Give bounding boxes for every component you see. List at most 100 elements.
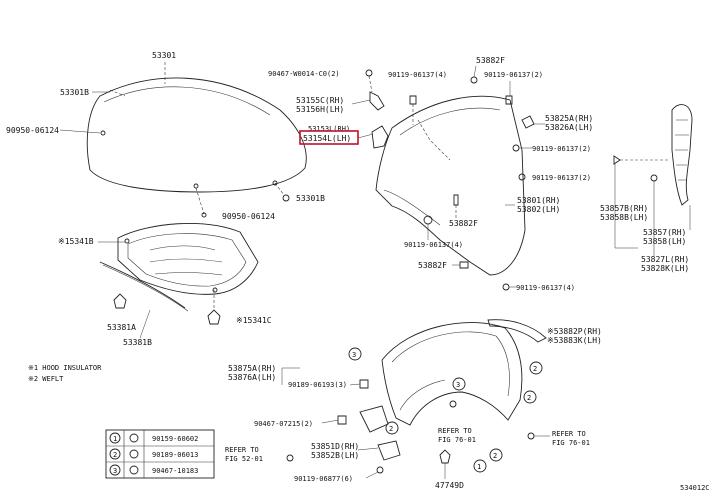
clip-90467-top[interactable] <box>365 69 373 77</box>
label-53153l: 53153L(RH) <box>308 125 350 133</box>
refer-link-fig-52-01[interactable]: FIG 52-01 <box>225 455 263 463</box>
clip-47749d[interactable] <box>439 449 451 464</box>
clip-53381a[interactable] <box>113 293 127 309</box>
bolt-90119-a[interactable] <box>409 95 417 105</box>
svg-text:3: 3 <box>456 381 460 389</box>
label-53883k: ※53883K(LH) <box>547 336 602 345</box>
label-53882p: ※53882P(RH) <box>547 327 602 336</box>
bolt-90119-c[interactable] <box>512 144 520 152</box>
clip-15341c[interactable] <box>207 309 221 325</box>
front-fender-panel[interactable] <box>375 95 526 276</box>
label-15341c: ※15341C <box>236 316 272 325</box>
clip-90467-low[interactable] <box>337 415 347 425</box>
clip-53882f-top[interactable] <box>470 76 478 84</box>
bolt-ref-76-right[interactable] <box>527 432 535 440</box>
label-53381b: 53381B <box>123 338 152 347</box>
label-53875a: 53875A(RH) <box>228 364 276 373</box>
refer-link-fig-76-01-left[interactable]: FIG 76-01 <box>438 436 476 444</box>
label-53301b-top: 53301B <box>60 88 89 97</box>
label-53154l[interactable]: 53154L(LH) <box>303 134 351 143</box>
callout-3-top[interactable]: 3 <box>348 347 362 361</box>
refer-link-fig-76-01-right[interactable]: FIG 76-01 <box>552 439 590 447</box>
svg-text:2: 2 <box>493 452 497 460</box>
fastener-legend-table: 1 2 3 90159-60602 90189-06013 90467-1018… <box>105 429 215 479</box>
label-90189: 90189-06193(3) <box>288 381 347 389</box>
label-53381a: 53381A <box>107 323 136 332</box>
hood-panel[interactable] <box>86 62 307 193</box>
refer-label-52-a: REFER TO <box>225 446 259 454</box>
svg-text:2: 2 <box>533 365 537 373</box>
label-90119-d: 90119-06137(2) <box>532 174 591 182</box>
label-53851d: 53851D(RH) <box>311 442 359 451</box>
label-53857b: 53857B(RH) <box>600 204 648 213</box>
label-53882f-mid: 53882F <box>449 219 478 228</box>
bolt-90119-g[interactable] <box>376 466 384 474</box>
label-53827l: 53827L(RH) <box>641 255 689 264</box>
legend-num-1: 1 <box>113 435 117 443</box>
bracket-53825a[interactable] <box>521 115 535 129</box>
clip-53827l[interactable] <box>650 174 658 182</box>
label-53301: 53301 <box>152 51 176 60</box>
label-53155c: 53155C(RH) <box>296 96 344 105</box>
fender-seal-53154l[interactable] <box>371 125 389 149</box>
splash-shield-53882p[interactable] <box>487 319 547 343</box>
svg-text:2: 2 <box>389 425 393 433</box>
label-53876a: 53876A(LH) <box>228 373 276 382</box>
bumper-53301b[interactable] <box>282 194 290 202</box>
clip-53875a[interactable] <box>359 379 369 389</box>
svg-text:3: 3 <box>352 351 356 359</box>
weatherstrip-53381[interactable] <box>99 261 189 312</box>
highlight-box-53154l <box>299 130 359 145</box>
fender-side-seal[interactable] <box>671 104 693 206</box>
fender-cover-53155c[interactable] <box>369 91 385 111</box>
figure-code: 534012C <box>680 484 710 492</box>
svg-text:2: 2 <box>527 394 531 402</box>
mudguard-53851d[interactable] <box>359 405 401 461</box>
label-53828k: 53828K(LH) <box>641 264 689 273</box>
clip-53882f-low[interactable] <box>459 261 469 269</box>
label-90950-a: 90950-06124 <box>6 126 59 135</box>
label-53826a: 53826A(LH) <box>545 123 593 132</box>
fender-liner[interactable] <box>381 322 523 426</box>
legend-num-2: 2 <box>113 451 117 459</box>
bolt-90119-d[interactable] <box>518 173 526 181</box>
label-53852b: 53852B(LH) <box>311 451 359 460</box>
callout-2-c[interactable]: 2 <box>489 448 503 462</box>
bolt-90119-e[interactable] <box>423 215 433 225</box>
label-90119-f: 90119-06137(4) <box>516 284 575 292</box>
label-53301b-right: 53301B <box>296 194 325 203</box>
callout-2-d[interactable]: 2 <box>385 421 399 435</box>
callout-1[interactable]: 1 <box>473 459 487 473</box>
label-53801: 53801(RH) <box>517 196 560 205</box>
clip-icon <box>129 465 139 475</box>
label-53882f-top: 53882F <box>476 56 505 65</box>
legend-part-2: 90189-06013 <box>152 451 198 459</box>
label-90950-b: 90950-06124 <box>222 212 275 221</box>
bolt-90119-f[interactable] <box>502 283 510 291</box>
refer-label-76-right-a: REFER TO <box>552 430 586 438</box>
label-90119-c: 90119-06137(2) <box>532 145 591 153</box>
clip-53857b[interactable] <box>613 155 621 165</box>
label-90119-a: 90119-06137(4) <box>388 71 447 79</box>
label-90119-b: 90119-06137(2) <box>484 71 543 79</box>
label-90119-g: 90119-06877(6) <box>294 475 353 483</box>
legend-part-3: 90467-10183 <box>152 467 198 475</box>
callout-2-b[interactable]: 2 <box>523 390 537 404</box>
label-53156h: 53156H(LH) <box>296 105 344 114</box>
bolt-ref-76-left[interactable] <box>449 400 457 408</box>
label-53858b: 53858B(LH) <box>600 213 648 222</box>
label-53825a: 53825A(RH) <box>545 114 593 123</box>
hood-insulator[interactable] <box>117 222 259 295</box>
washer-icon <box>129 433 139 443</box>
note-weflt: ※2 WEFLT <box>28 375 64 383</box>
callout-2-a[interactable]: 2 <box>529 361 543 375</box>
label-90467-low: 90467-07215(2) <box>254 420 313 428</box>
legend-part-1: 90159-60602 <box>152 435 198 443</box>
clip-53882f-mid[interactable] <box>453 194 459 206</box>
label-90467-top: 90467-W0014-C0(2) <box>268 70 340 78</box>
callout-3-mid[interactable]: 3 <box>452 377 466 391</box>
refer-label-76-left-a: REFER TO <box>438 427 472 435</box>
bolt-ref-52[interactable] <box>286 454 294 462</box>
svg-text:1: 1 <box>477 463 481 471</box>
